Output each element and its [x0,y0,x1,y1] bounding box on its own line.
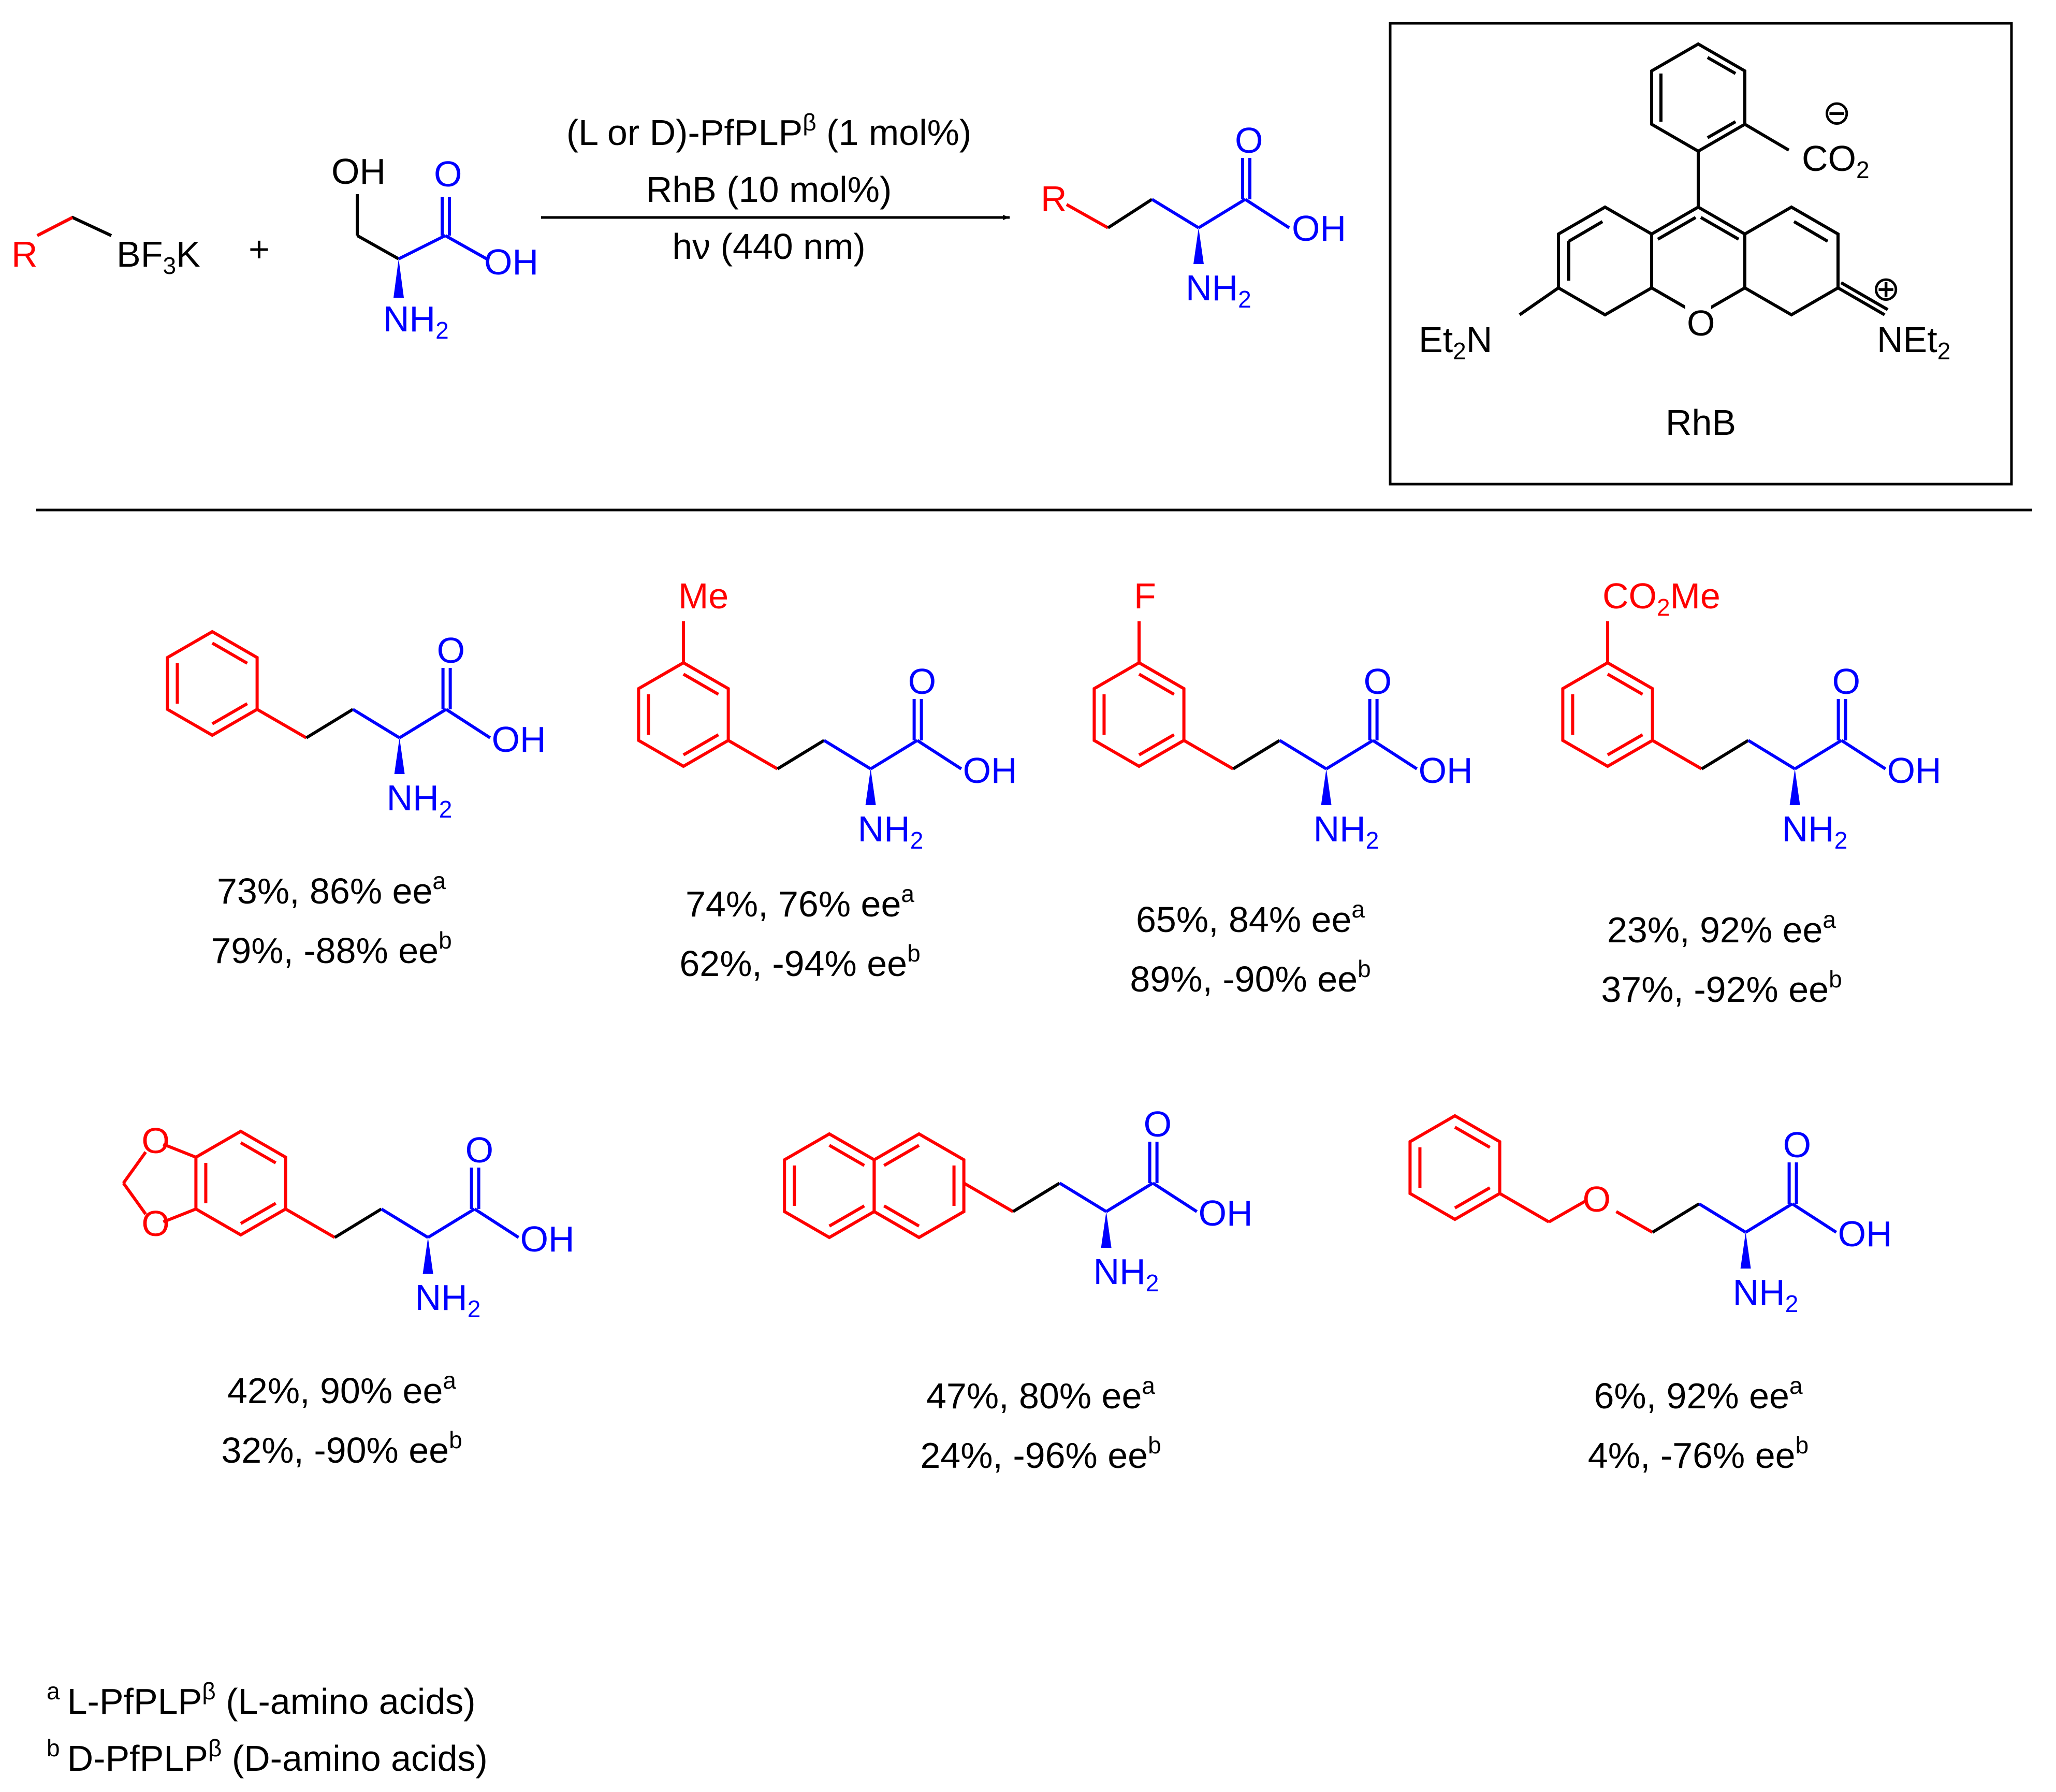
rhb-frame [1389,22,2013,486]
carbonyl-oxygen-label: O [1144,1104,1172,1144]
rhodamine-b-box: CO2 ⊖ O Et2N NEt2 ⊕ RhB [1389,22,2013,486]
meta-substituent-label: Me [678,576,728,616]
acid-hydroxyl-label: OH [492,719,546,760]
trifluoroborate-reactant: R BF3K [11,215,200,279]
r-group-label: R [11,234,38,274]
carbonyl-oxygen-label: O [1783,1125,1811,1165]
catalyst-condition: (L or D)-PfPLPβ (1 mol%) [566,109,971,153]
rhb-iminium-label: NEt2 [1877,319,1950,365]
meta-substituent-label: F [1134,576,1156,616]
yield-ee-l: 47%, 80% eea [926,1372,1155,1416]
light-condition: hν (440 nm) [672,226,865,267]
yield-ee-d: 89%, -90% eeb [1130,955,1370,999]
carbonyl-oxygen-label: O [465,1130,493,1170]
amine-label: NH2 [387,778,453,823]
acid-hydroxyl-label: OH [1887,750,1942,791]
amine-label: NH2 [858,809,924,854]
serine-acid-oh: OH [484,242,538,282]
yield-ee-d: 32%, -90% eeb [221,1426,462,1470]
rhb-carboxylate-label: CO2 [1802,138,1870,183]
photocatalyst-condition: RhB (10 mol%) [646,169,892,210]
serine-carbonyl-o: O [434,154,462,194]
reaction-equation: R BF3K + OH O OH NH2 (L or D)-PfPLPβ (1 … [11,109,1346,344]
yield-ee-l: 65%, 84% eea [1136,896,1365,940]
rhb-minus-charge: ⊖ [1822,93,1851,132]
rhb-xanthene-core [1519,205,1889,317]
yield-ee-d: 79%, -88% eeb [211,927,451,971]
compound-6: O OH NH2 47%, 80% eea 24%, -96% eeb [783,1104,1253,1476]
compound-7: O O OH NH2 6%, 92% eea 4%, -76% eeb [1408,1114,1892,1476]
ether-oxygen-label: O [1583,1179,1611,1219]
rhb-diethylamino-label: Et2N [1419,319,1492,365]
yield-ee-d: 24%, -96% eeb [920,1432,1161,1476]
product-r-group: R [1041,179,1067,219]
rhb-benzoate-ring [1650,42,1790,207]
serine-hydroxyl-label: OH [331,151,386,192]
bf3k-label: BF3K [116,234,200,279]
yield-ee-l: 74%, 76% eea [686,880,914,924]
acid-hydroxyl-label: OH [1419,750,1473,791]
amine-label: NH2 [415,1277,481,1322]
yield-ee-d: 37%, -92% eeb [1601,966,1842,1010]
product-amine-label: NH2 [1186,268,1251,313]
carbonyl-oxygen-label: O [1832,661,1860,702]
acid-hydroxyl-label: OH [520,1219,575,1259]
rhb-name-label: RhB [1666,402,1736,443]
yield-ee-l: 6%, 92% eea [1594,1372,1802,1416]
compound-3: O OH NH2 F 65%, 84% eea 89%, -90% eeb [1092,576,1473,999]
dioxole-oxygen-2: O [141,1203,169,1244]
product-acid-oh: OH [1292,208,1346,249]
carbonyl-oxygen-label: O [437,630,465,671]
amino-acid-product: R O OH NH2 [1041,120,1346,313]
amine-label: NH2 [1314,809,1379,854]
serine-reactant: OH O OH NH2 [331,151,538,344]
compound-5: O OH NH2 O O 42%, 90% eea 32%, -90% eeb [122,1120,575,1470]
carbonyl-oxygen-label: O [908,661,936,702]
acid-hydroxyl-label: OH [963,750,1017,791]
meta-substituent-label: CO2Me [1602,576,1720,621]
yield-ee-l: 23%, 92% eea [1607,906,1836,950]
compound-2: O OH NH2 Me 74%, 76% eea 62%, -94% eeb [637,576,1017,984]
compound-4: O OH NH2 CO2Me 23%, 92% eea 37%, -92% eeb [1561,576,1942,1010]
yield-ee-l: 73%, 86% eea [217,867,446,911]
yield-ee-d: 4%, -76% eeb [1588,1432,1809,1476]
plus-sign: + [249,229,270,269]
reaction-arrow: (L or D)-PfPLPβ (1 mol%) RhB (10 mol%) h… [541,109,1010,267]
carbonyl-oxygen-label: O [1364,661,1392,702]
yield-ee-l: 42%, 90% eea [227,1367,456,1411]
product-carbonyl-o: O [1235,120,1263,161]
acid-hydroxyl-label: OH [1199,1193,1253,1233]
amine-label: NH2 [1733,1272,1799,1317]
amine-label: NH2 [1093,1251,1159,1296]
dioxole-oxygen-1: O [141,1120,169,1161]
amine-label: NH2 [1782,809,1848,854]
compound-1: O OH NH2 73%, 86% eea 79%, -88% eeb [166,630,546,971]
rhb-ring-oxygen: O [1687,303,1715,343]
rhb-plus-charge: ⊕ [1872,269,1900,308]
acid-hydroxyl-label: OH [1838,1214,1892,1254]
serine-amine-label: NH2 [383,299,449,344]
yield-ee-d: 62%, -94% eeb [679,940,920,984]
